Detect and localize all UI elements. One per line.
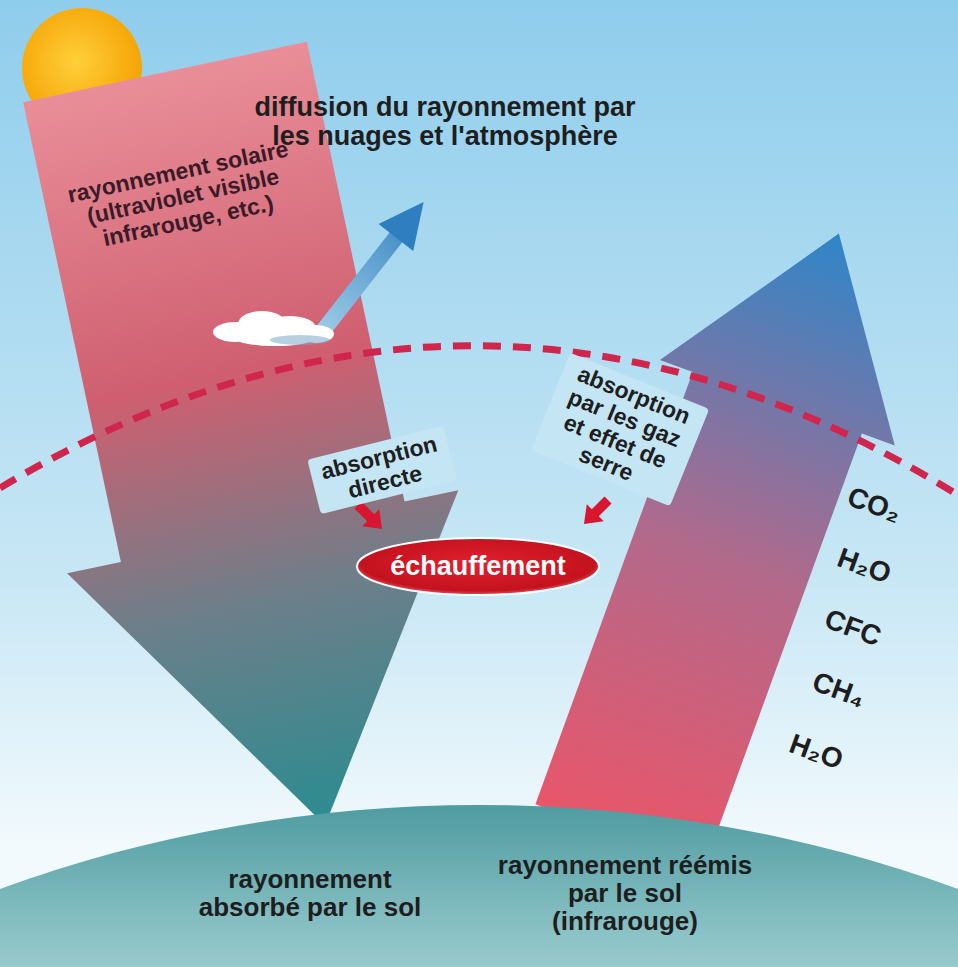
solar-arrow <box>0 30 521 866</box>
cloud <box>213 311 334 346</box>
absorption-label: absorption directe <box>307 426 456 514</box>
diffusion-arrow <box>303 188 440 347</box>
heat-arrow <box>575 492 616 533</box>
gas-label: H₂O <box>833 542 895 589</box>
heating-ellipse: échauffement <box>355 536 601 597</box>
earth <box>0 805 958 967</box>
diffusion-label: diffusion du rayonnement par les nuages … <box>240 93 650 151</box>
gas-label: H₂O <box>785 728 847 775</box>
gas-label: CO₂ <box>843 481 905 528</box>
ground-label: rayonnement absorbé par le sol <box>193 865 428 921</box>
solar-label: rayonnement solaire (ultraviolet visible… <box>58 135 308 258</box>
infrared-arrow <box>503 191 957 878</box>
heating-text: échauffement <box>390 551 566 582</box>
gas-label: CFC <box>821 604 885 652</box>
atmosphere-limit <box>0 346 958 495</box>
gas-label: CH₄ <box>809 667 870 714</box>
greenhouse-label: absorption par les gaz et effet de serre <box>531 353 710 507</box>
ground-label: rayonnement réémis par le sol (infraroug… <box>493 851 758 935</box>
